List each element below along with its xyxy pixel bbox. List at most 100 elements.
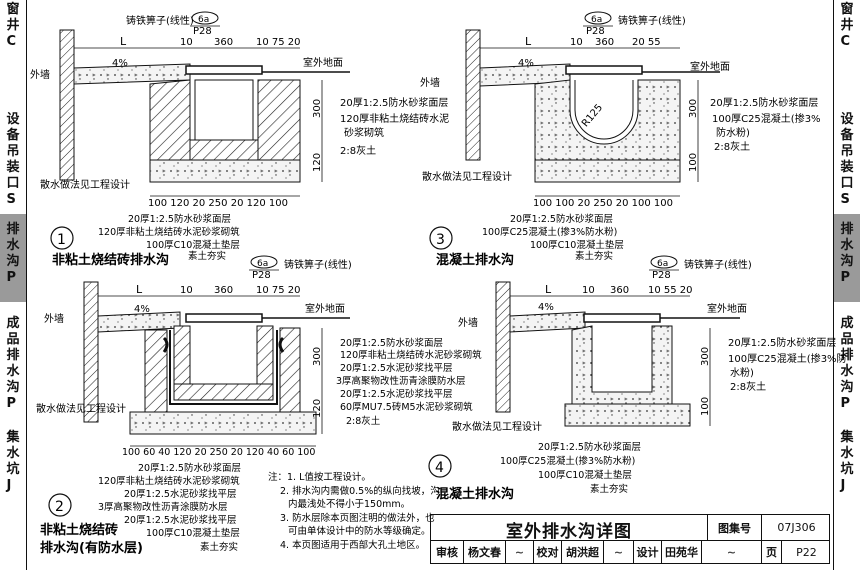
atlas-label: 图集号 — [707, 515, 761, 540]
note-3: 内最浅处不得小于150mm。 — [288, 498, 410, 510]
wall-label: 外墙 — [458, 316, 478, 329]
apron-note: 散水做法见工程设计 — [36, 402, 126, 415]
dim-10: 10 — [570, 37, 583, 48]
apron-note: 散水做法见工程设计 — [452, 420, 542, 433]
outer-brick-right — [279, 327, 301, 413]
designer-signature: ∼ — [701, 541, 761, 563]
signature-row: 审核 杨文春 ∼ 校对 胡洪超 ∼ 设计 田苑华 ∼ 页 P22 — [430, 540, 830, 564]
detail-4: L 10 360 10 55 20 6a P28 铸铁箅子(线性) 4% 外墙 … — [428, 255, 847, 502]
side-dim-300: 300 — [688, 99, 699, 118]
layer-right-1: 20厚1:2.5防水砂浆面层 — [340, 96, 448, 109]
cast-iron-grate — [565, 65, 643, 75]
layer-right-3: 水粉) — [730, 366, 754, 379]
layer-right-4: 2:8灰土 — [340, 144, 376, 157]
layer-bottom-1: 20厚1:2.5防水砂浆面层 — [510, 213, 613, 225]
detail-4-title: 混凝土排水沟 — [436, 486, 514, 502]
concrete-channel — [534, 79, 681, 166]
c10-cushion — [149, 159, 301, 183]
ref-bottom: P28 — [652, 270, 671, 281]
cast-iron-grate — [185, 65, 263, 75]
dim-360: 360 — [610, 285, 629, 296]
dim-l: L — [120, 35, 127, 48]
title-block: 室外排水沟详图 图集号 07J306 审核 杨文春 ∼ 校对 胡洪超 ∼ 设计 … — [430, 514, 830, 566]
channel-void — [574, 80, 634, 140]
layer-bottom-1: 20厚1:2.5防水砂浆面层 — [538, 441, 641, 453]
c10-cushion — [129, 411, 317, 435]
layer-bottom-4: 素土夯实 — [590, 483, 628, 495]
wall-label: 外墙 — [44, 312, 64, 325]
layer-bottom-6: 100厚C10混凝土垫层 — [146, 527, 240, 539]
exterior-wall — [59, 29, 75, 181]
layer-bottom-2: 120厚非粘土烧结砖水泥砂浆砌筑 — [98, 226, 240, 238]
layer-bottom-3: 100厚C10混凝土垫层 — [538, 469, 632, 481]
slope-label: 4% — [538, 302, 554, 313]
design-label: 设计 — [633, 541, 661, 563]
cast-iron-grate — [185, 313, 263, 323]
layer-right-6: 60厚MU7.5砖M5水泥砂浆砌筑 — [340, 401, 473, 413]
side-dim-100: 100 — [700, 397, 711, 416]
slope-label: 4% — [518, 58, 534, 69]
ground-label: 室外地面 — [305, 302, 345, 315]
bottom-dims: 100 120 20 250 20 120 100 — [148, 198, 288, 209]
layer-right-1: 20厚1:2.5防水砂浆面层 — [728, 336, 836, 349]
detail-2-number: 2 — [55, 499, 64, 515]
ground-label: 室外地面 — [303, 56, 343, 69]
layer-bottom-2: 100厚C25混凝土(掺3%防水粉) — [500, 455, 635, 467]
dim-360: 360 — [214, 37, 233, 48]
check-label: 校对 — [533, 541, 561, 563]
side-dim-300: 300 — [700, 347, 711, 366]
drawing-title: 室外排水沟详图 — [506, 522, 632, 542]
layer-right-5: 20厚1:2.5水泥砂浆找平层 — [340, 388, 452, 400]
layer-bottom-4: 素土夯实 — [188, 250, 226, 262]
detail-3-number: 3 — [436, 232, 445, 248]
exterior-wall — [495, 281, 511, 413]
detail-1: L 10 360 10 75 20 6a P28 铸铁箅子(线性) 4% 外墙 … — [30, 11, 449, 268]
side-dim-120: 120 — [312, 399, 323, 418]
detail-1-title: 非粘土烧结砖排水沟 — [52, 252, 169, 268]
slope-label: 4% — [134, 304, 150, 315]
detail-3: R125 L 10 360 20 55 6a P28 铸铁箅子(线性) 4% 外… — [420, 11, 821, 268]
grate-label: 铸铁箅子(线性) — [618, 14, 686, 27]
atlas-value: 07J306 — [761, 515, 831, 540]
ref-top: 6a — [257, 259, 268, 269]
side-dim-300: 300 — [312, 347, 323, 366]
notes: 注：1. L值按工程设计。 2. 排水沟内需做0.5%的纵向找坡，沟 内最浅处不… — [268, 471, 440, 551]
layer-right-2: 120厚非粘土烧结砖水泥 — [340, 112, 449, 125]
grate-label: 铸铁箅子(线性) — [284, 258, 352, 271]
layer-right-7: 2:8灰土 — [346, 415, 381, 427]
bottom-dims: 100 100 20 250 20 100 100 — [533, 198, 673, 209]
apron-slab — [509, 311, 586, 333]
designer-name: 田苑华 — [661, 541, 701, 563]
wall-label: 外墙 — [420, 76, 440, 89]
dim-tail: 10 75 20 — [256, 37, 301, 48]
title-row: 室外排水沟详图 图集号 07J306 — [430, 514, 831, 542]
note-4: 3. 防水层除本页图注明的做法外，也 — [280, 512, 435, 524]
layer-bottom-3: 100厚C10混凝土垫层 — [530, 239, 624, 251]
review-label: 审核 — [436, 546, 458, 559]
wall-label: 外墙 — [30, 68, 50, 81]
c10-cushion — [564, 403, 691, 427]
apron-slab — [97, 311, 181, 333]
note-2: 2. 排水沟内需做0.5%的纵向找坡，沟 — [280, 485, 440, 497]
layer-bottom-7: 素土夯实 — [200, 541, 238, 553]
layer-bottom-1: 20厚1:2.5防水砂浆面层 — [138, 462, 241, 474]
